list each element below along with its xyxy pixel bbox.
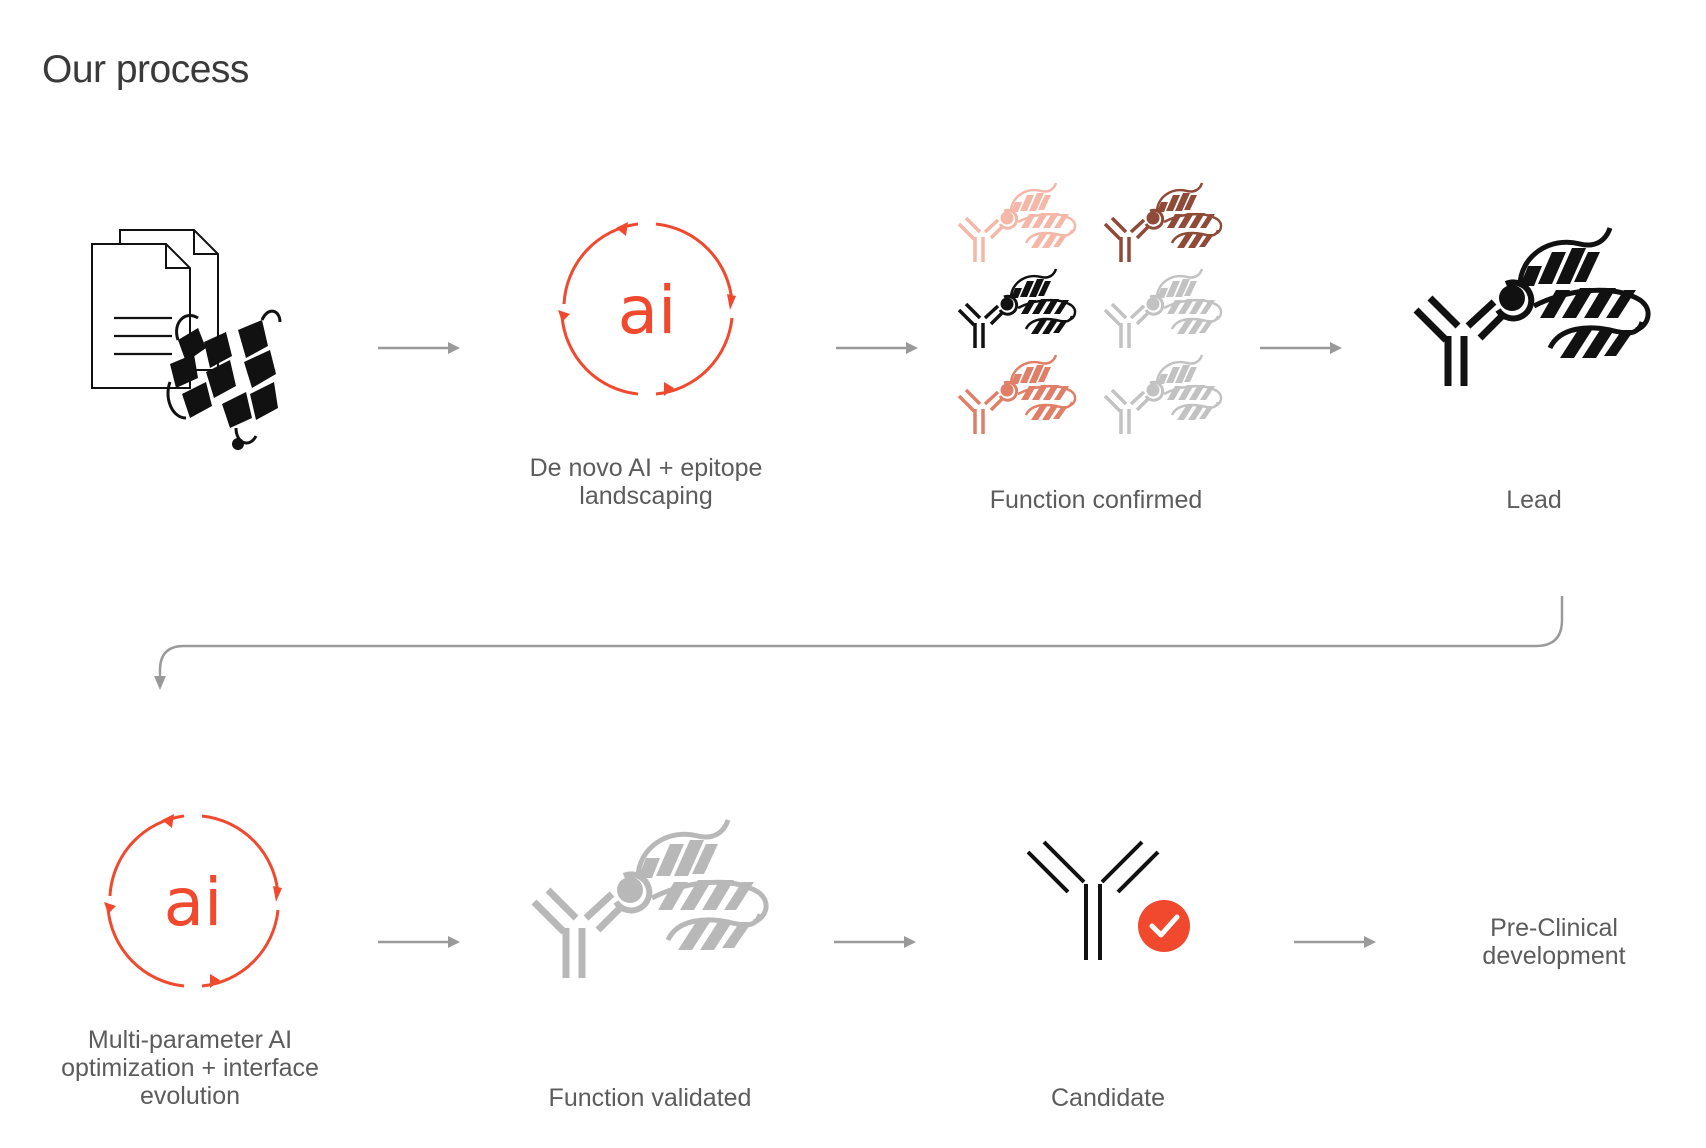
arrow-right-icon xyxy=(1294,936,1376,948)
antibody-binding-icon xyxy=(1410,226,1650,396)
binder-variant-gray xyxy=(1103,267,1223,350)
connector-arrow xyxy=(154,596,1564,690)
binder-variant-salmon xyxy=(957,353,1077,436)
step-label-multi-parameter: Multi-parameter AI optimization + interf… xyxy=(61,1026,319,1110)
arrow-right-icon xyxy=(836,342,918,354)
ai-logo-text: ai xyxy=(618,272,677,349)
binder-variant-pale xyxy=(957,181,1077,264)
documents-protein-icon xyxy=(91,229,282,450)
ai-logo-text: ai xyxy=(164,864,223,941)
step-label-function-validated: Function validated xyxy=(548,1084,752,1112)
ai-cycle-icon: ai xyxy=(558,222,736,396)
arrow-right-icon xyxy=(1260,342,1342,354)
ai-cycle-icon: ai xyxy=(104,814,282,988)
antibody-check-icon xyxy=(1026,840,1190,960)
binder-variant-brown xyxy=(1103,181,1223,264)
binder-variant-light-gray xyxy=(1103,353,1223,436)
arrow-right-icon xyxy=(378,342,460,354)
antibody-grid-icon xyxy=(956,181,1226,442)
step-label-de-novo: De novo AI + epitope landscaping xyxy=(529,454,763,510)
step-label-function-confirmed: Function confirmed xyxy=(989,486,1203,514)
binder-variant-black xyxy=(957,267,1077,350)
step-label-lead: Lead xyxy=(1506,486,1562,514)
page-title: Our process xyxy=(42,48,249,91)
step-label-pre-clinical: Pre-Clinical development xyxy=(1482,914,1626,970)
step-label-candidate: Candidate xyxy=(1051,1084,1165,1112)
arrow-right-icon xyxy=(834,936,916,948)
antibody-binding-gray-icon xyxy=(528,818,768,988)
arrow-right-icon xyxy=(378,936,460,948)
